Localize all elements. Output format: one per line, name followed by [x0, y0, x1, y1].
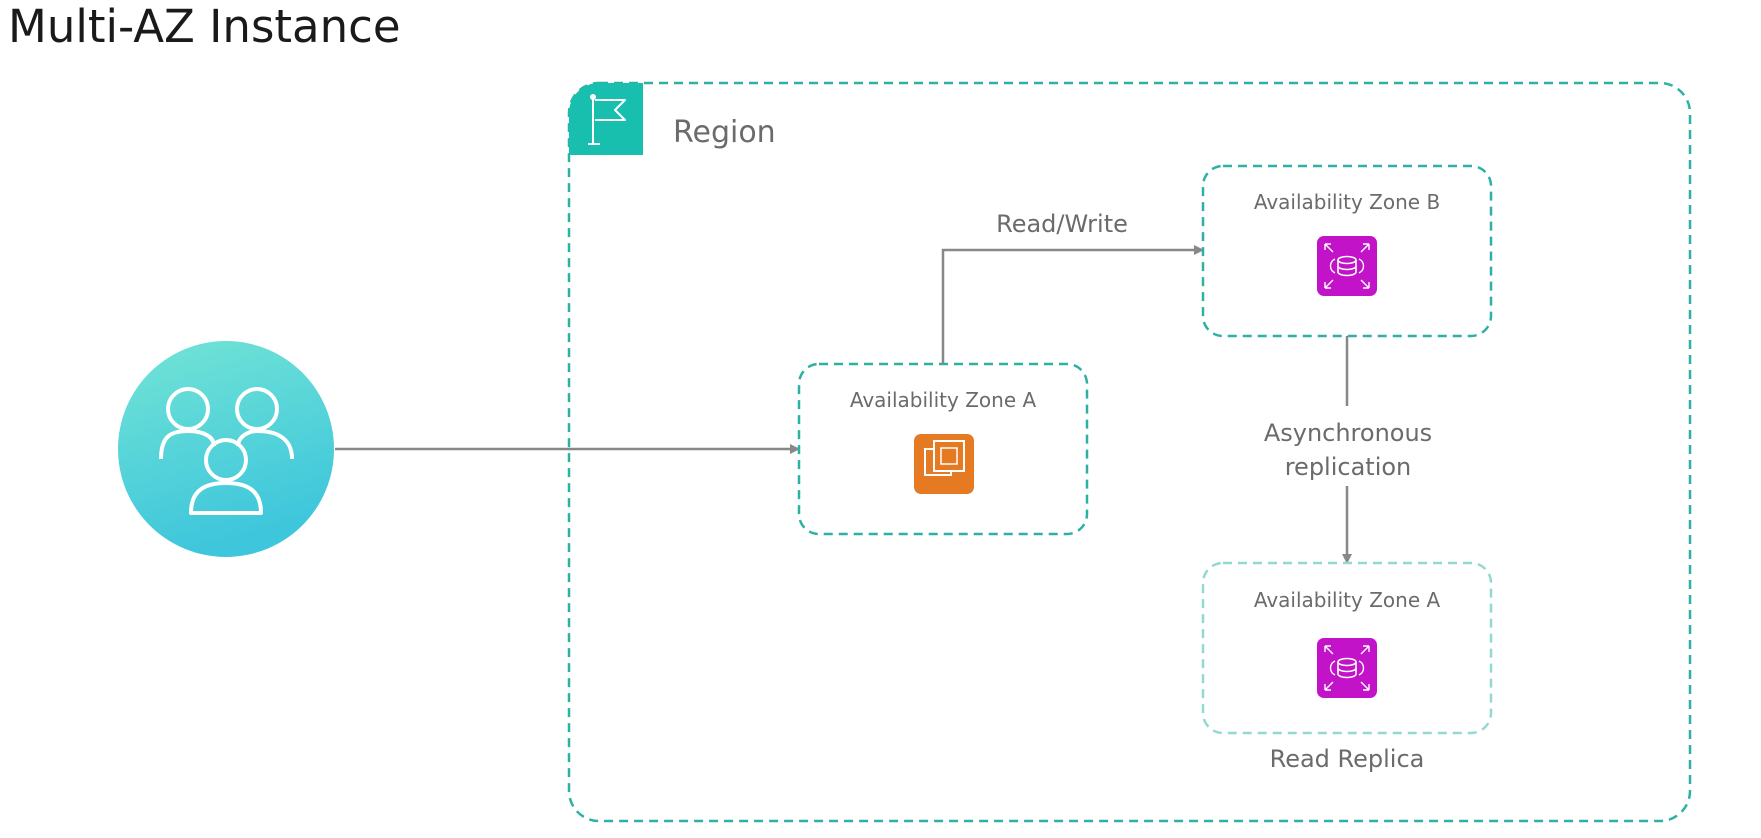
users-node[interactable] — [118, 341, 334, 557]
read-write-label: Read/Write — [996, 210, 1128, 238]
flag-icon — [569, 83, 643, 155]
zone-a-primary[interactable]: Availability Zone A — [797, 362, 1089, 536]
rds-database-icon — [1317, 236, 1377, 296]
zone-a-replica-label: Availability Zone A — [1254, 588, 1441, 612]
read-write-arrow — [941, 245, 1204, 364]
read-replica-caption: Read Replica — [1270, 745, 1425, 773]
region-group: Region — [567, 81, 1692, 823]
replication-label-line2: replication — [1285, 453, 1412, 481]
ec2-instance-icon — [914, 434, 974, 494]
page-title: Multi-AZ Instance — [8, 0, 401, 53]
users-group-icon — [159, 387, 294, 515]
zone-a-primary-label: Availability Zone A — [850, 388, 1037, 412]
region-border — [567, 81, 1692, 823]
replication-label-line1: Asynchronous — [1264, 419, 1432, 447]
zone-b-label: Availability Zone B — [1254, 190, 1440, 214]
rds-database-icon — [1317, 638, 1377, 698]
zone-a-replica[interactable]: Availability Zone A Read Replica — [1201, 561, 1493, 773]
region-label: Region — [673, 115, 776, 150]
zone-b-standby[interactable]: Availability Zone B — [1201, 164, 1493, 338]
